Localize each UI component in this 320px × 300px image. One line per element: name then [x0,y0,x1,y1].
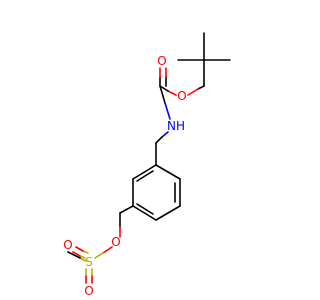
carbamate-group [155,67,205,144]
atom-labels: O O NH O S O O [63,54,186,298]
bond-ring-ch2 [119,205,134,214]
molecule-drawing: O O NH O S O O [63,32,231,298]
bond-carbonyl-c-n-blue [164,102,171,120]
bond-c-oether-black [197,85,205,90]
atom-o-sulfonyl-bottom: O [84,284,93,298]
atom-o-ether: O [177,89,186,103]
ring-bond-3 [155,205,181,221]
bond-carbonyl-c-n-black [159,85,166,104]
mesylate-group [67,205,134,284]
bond-s-oleft-red-1 [72,251,81,257]
bond-s-oleft-red-2 [75,246,84,252]
ring-bond-6 [132,164,157,180]
bond-s-methyl-black [67,251,81,259]
bond-s-oleft-yellow-1 [79,255,86,259]
bond-oester-s-red [102,246,113,254]
bond-n-ch2-black [155,136,163,144]
ring-bond-4 [132,205,157,221]
bond-c-oether-red [187,88,199,96]
bond-oether-carbonyl-c-red [167,90,177,96]
atom-o-carbonyl: O [157,54,166,68]
atom-s-sulfonyl: S [85,255,93,269]
bond-s-oleft-yellow-2 [82,250,89,254]
ring-inner-double-3 [136,170,154,182]
atom-o-ester: O [111,235,120,249]
bond-s-methyl-yellow [79,257,87,262]
ring-bond-1 [155,164,181,180]
structure-canvas: O O NH O S O O [63,32,231,298]
benzene-ring [132,142,181,221]
atom-nh: NH [167,119,185,133]
bond-oether-carbonyl-c-black [159,85,169,92]
bond-oester-s-yellow [94,252,104,259]
atom-o-sulfonyl-left: O [63,238,72,252]
ring-inner-double-2 [136,203,154,215]
tert-butyl-group [177,32,231,87]
bond-n-ch2-blue [161,131,169,138]
